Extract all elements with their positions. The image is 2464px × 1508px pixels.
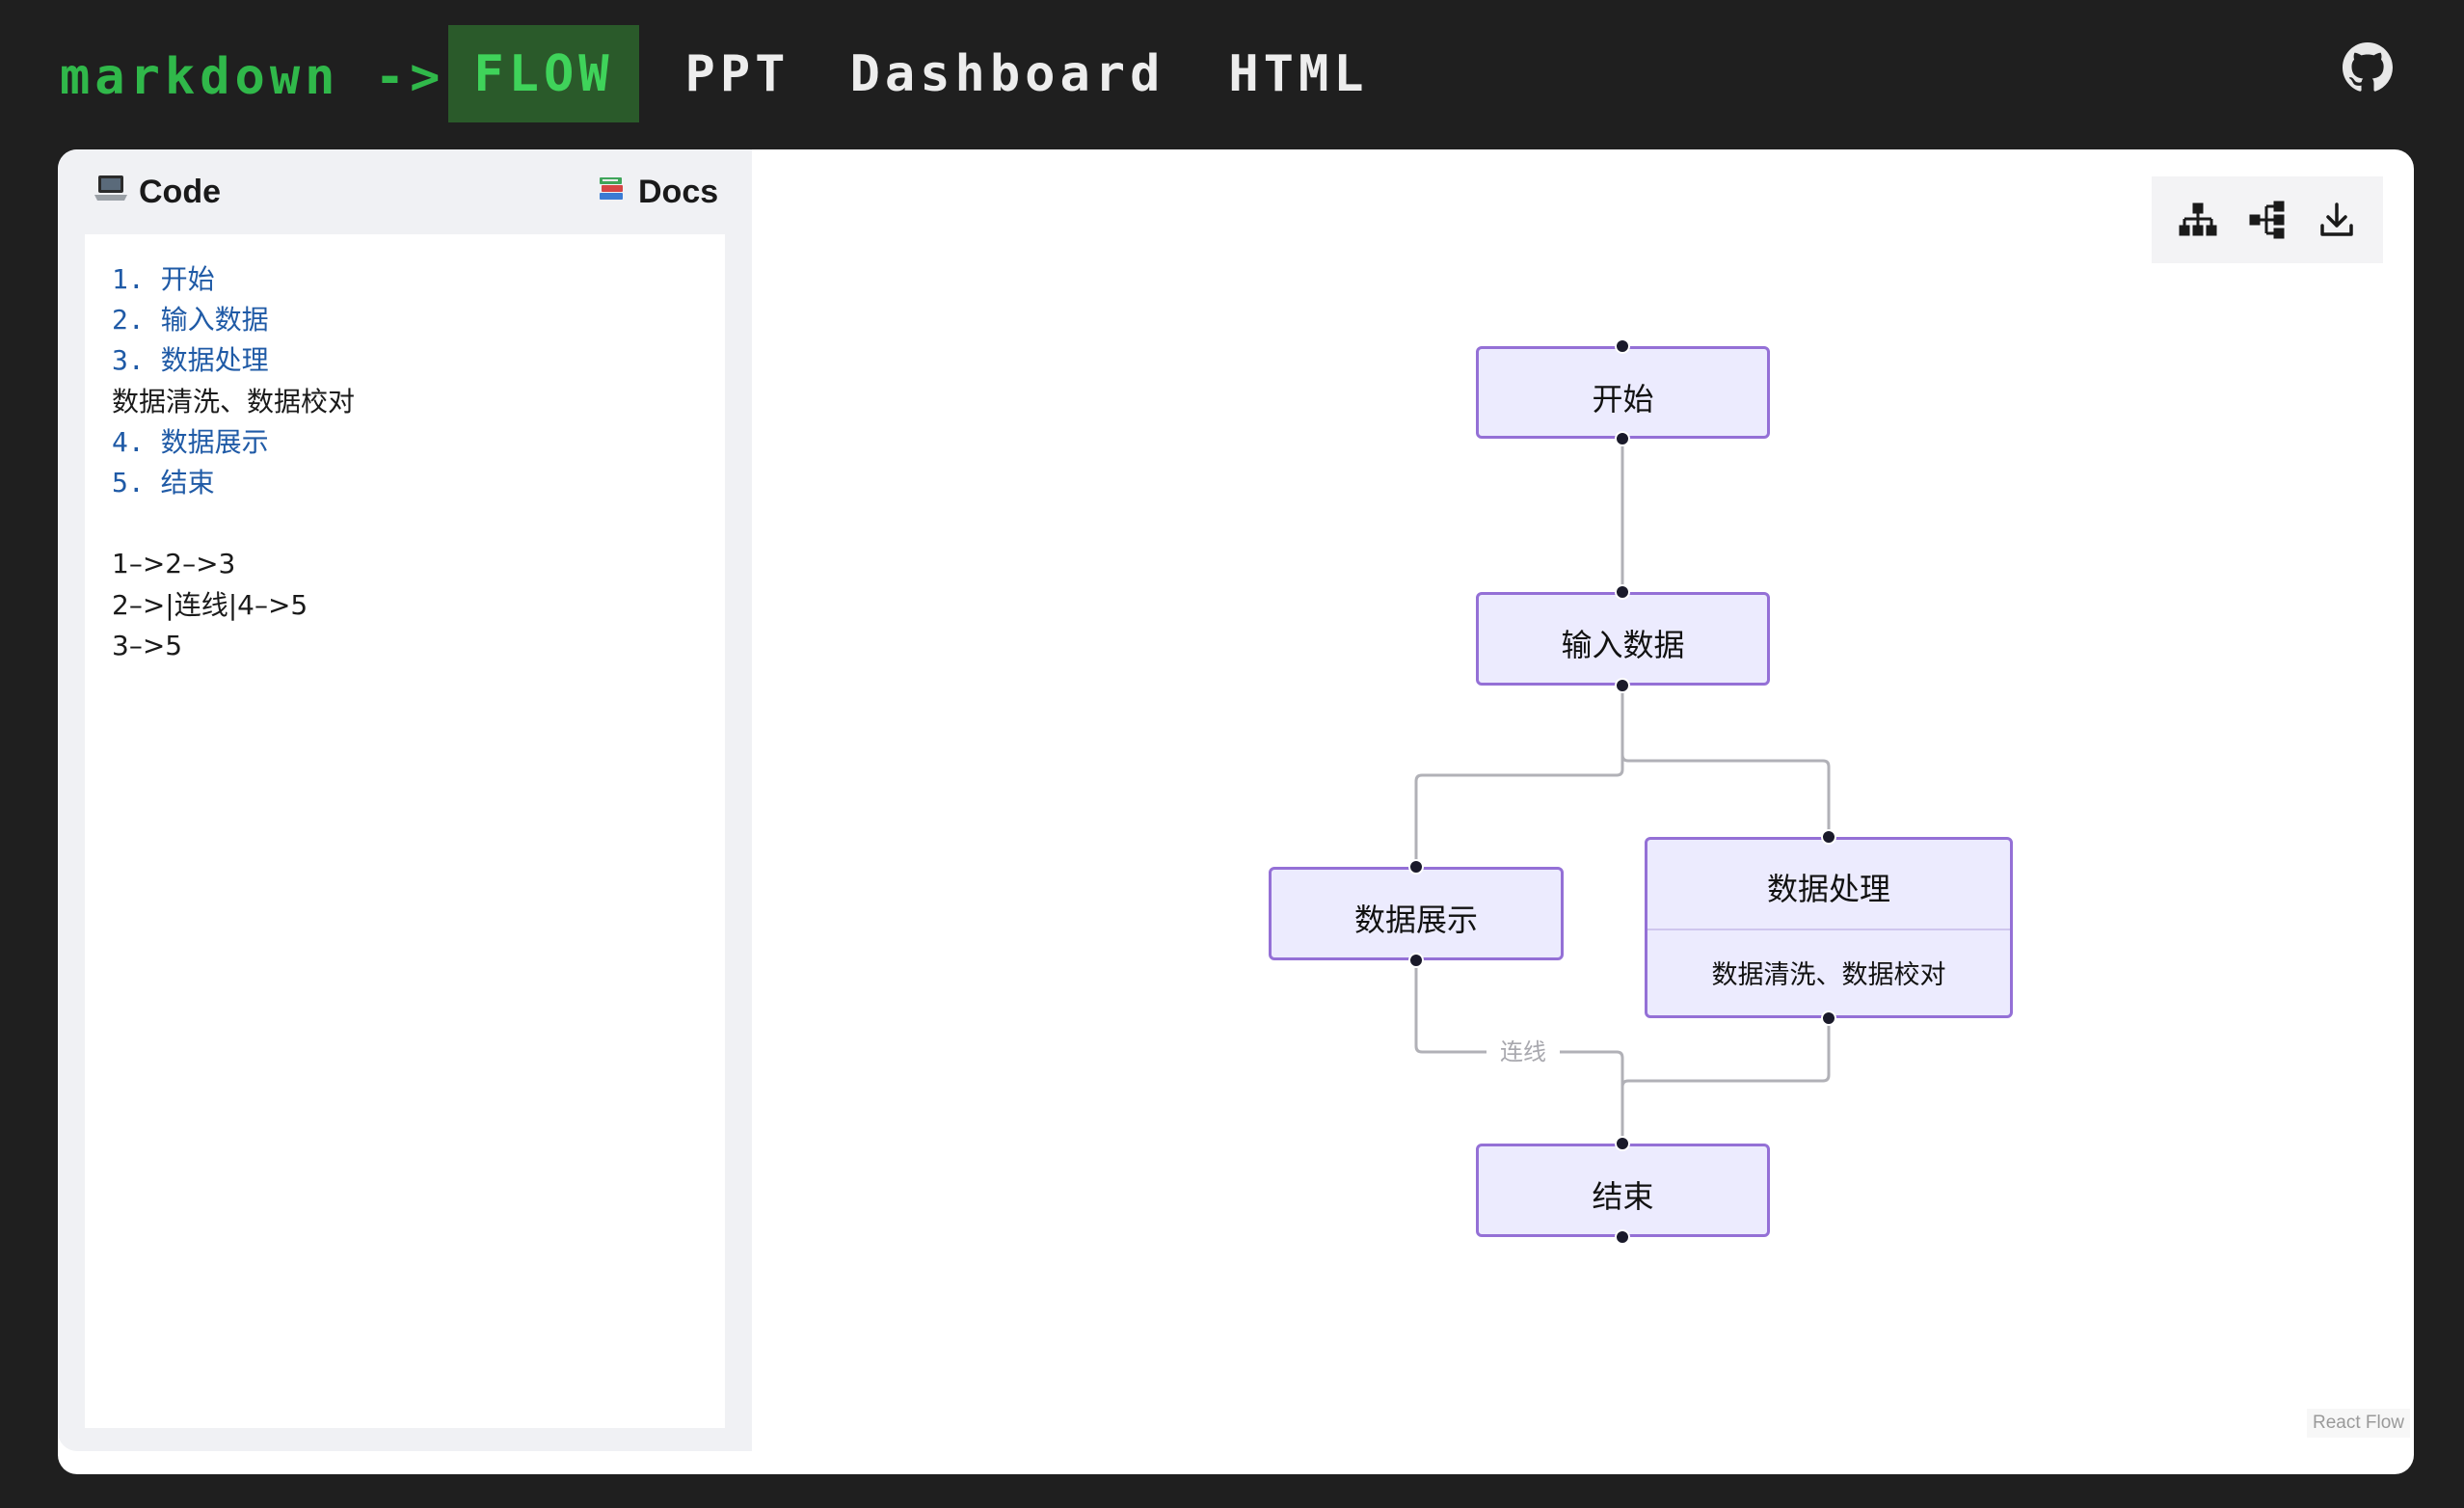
laptop-icon [94,174,127,211]
react-flow-attribution[interactable]: React Flow [2306,1409,2410,1438]
code-line: 3. 数据处理 [112,344,269,377]
canvas-toolbar [2152,176,2383,263]
editor-panel-header: Code Docs [58,149,752,234]
node-handle-target[interactable] [1615,338,1630,354]
horizontal-layout-icon[interactable] [2244,197,2290,243]
node-label: 开始 [1592,381,1654,417]
code-line: 3–>5 [112,629,183,661]
flow-node-input[interactable]: 输入数据 [1476,592,1770,686]
flow-edges: 连线 [1414,439,1831,1143]
node-label: 输入数据 [1561,627,1685,663]
vertical-layout-icon[interactable] [2175,197,2221,243]
code-line [112,503,725,544]
editor-panel: Code Docs 1. 开始 2. 输入数据 3. 数据处理 数据清洗、数据校… [58,149,752,1451]
node-handle-target[interactable] [1821,829,1836,845]
code-line: 1. 开始 [112,263,215,295]
code-tab-label: Code [139,173,221,210]
tab-ppt[interactable]: PPT [684,44,790,103]
flow-node-process[interactable]: 数据处理 数据清洗、数据校对 [1645,837,2013,1018]
edge-process-end[interactable] [1620,1018,1831,1143]
flow-node-display[interactable]: 数据展示 [1269,867,1564,960]
edge-input-display[interactable] [1414,686,1624,866]
brand-title: markdown -> [60,48,445,106]
flow-node-start[interactable]: 开始 [1476,346,1770,439]
code-tab[interactable]: Code [94,171,221,213]
node-handle-target[interactable] [1615,1136,1630,1151]
edge-input-process[interactable] [1620,686,1831,836]
code-line: 2–>|连线|4–>5 [112,588,308,621]
markdown-code-editor[interactable]: 1. 开始 2. 输入数据 3. 数据处理 数据清洗、数据校对 4. 数据展示 … [85,234,725,1428]
code-line: 2. 输入数据 [112,304,269,337]
node-handle-source[interactable] [1615,1229,1630,1245]
docs-tab-label: Docs [638,173,719,210]
node-divider [1647,929,2010,930]
node-handle-source[interactable] [1821,1010,1836,1026]
node-description: 数据清洗、数据校对 [1711,960,1946,990]
github-icon[interactable] [2343,42,2393,93]
flow-node-end[interactable]: 结束 [1476,1144,1770,1237]
docs-tab[interactable]: Docs [598,171,718,213]
node-handle-source[interactable] [1615,431,1630,446]
node-handle-target[interactable] [1615,584,1630,600]
node-label: 数据处理 [1766,871,1890,907]
node-handle-target[interactable] [1408,859,1424,875]
code-line: 1–>2–>3 [112,548,236,580]
main-card: Code Docs 1. 开始 2. 输入数据 3. 数据处理 数据清洗、数据校… [58,149,2414,1474]
node-label: 数据展示 [1353,902,1478,938]
tab-html[interactable]: HTML [1228,44,1369,103]
tab-dashboard[interactable]: Dashboard [849,44,1165,103]
books-icon [598,174,627,211]
top-navbar: markdown -> FLOW PPT Dashboard HTML [0,0,2464,148]
node-handle-source[interactable] [1615,678,1630,693]
flow-canvas[interactable]: 连线 开始 输入数据 数据展示 数据处理 数据清洗、数据校对 结束 R [752,149,2414,1474]
code-line: 5. 结束 [112,466,215,498]
node-label: 结束 [1592,1178,1654,1215]
edge-label: 连线 [1500,1038,1546,1065]
tab-flow[interactable]: FLOW [448,25,639,122]
download-icon[interactable] [2314,197,2360,243]
node-handle-source[interactable] [1408,953,1424,968]
code-line: 4. 数据展示 [112,425,269,458]
code-line: 数据清洗、数据校对 [112,385,356,417]
